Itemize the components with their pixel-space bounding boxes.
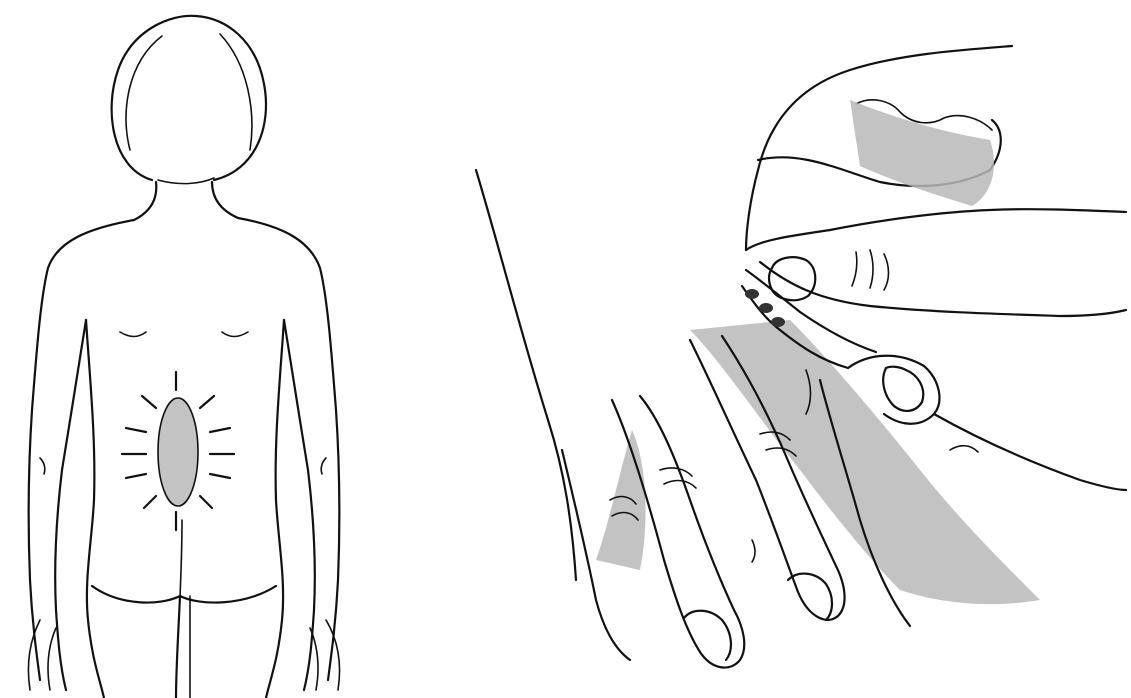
- figure-spine: [180, 520, 182, 600]
- skin-contour: [476, 170, 576, 580]
- figure-right-arm: [238, 218, 339, 680]
- figure-left-arm: [29, 220, 134, 680]
- hand-pinch-detail: [476, 46, 1126, 668]
- figure-hair: [112, 16, 266, 180]
- back-view-figure: [28, 16, 339, 698]
